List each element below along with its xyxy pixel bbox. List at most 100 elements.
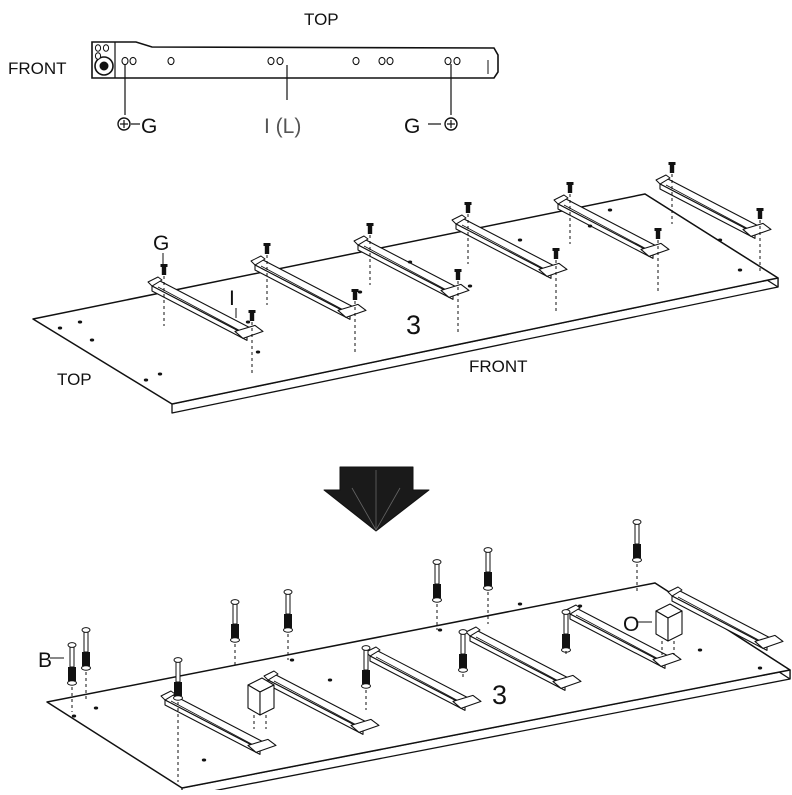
adjustable-foot-icon-nut [432,597,442,603]
adjustable-foot-icon-nut [81,665,91,671]
drawer-rail-back-stop [263,670,279,681]
detail-rail-label: I (L) [264,115,302,138]
adjustable-foot-icon-nut [283,627,293,633]
panel1-hole [517,238,523,242]
drawer-rail-bracket [234,324,264,339]
panel2-hole [757,666,763,670]
panel1-front-label: FRONT [469,357,528,376]
drawer-rail-back-stop [553,194,569,205]
bracket-icon-right [667,610,683,642]
drawer-rail-side [369,655,466,711]
drawer-rail-back-stop [250,255,266,266]
drawer-rail-side [455,223,552,279]
adjustable-foot-icon-thread [82,652,90,666]
adjustable-foot-icon-thread [284,614,292,628]
screw-icon-head [756,208,764,211]
drawer-rail-bracket [440,283,470,298]
drawer-rail-groove [575,614,664,662]
screw-icon [455,271,461,280]
screw-icon [352,291,358,300]
screw-icon [161,266,167,275]
arrow-shape [323,466,430,532]
drawer-rail-back-stop [451,214,467,225]
adjustable-foot-icon-nut [483,585,493,591]
panel1-hole [587,224,593,228]
adjustable-foot-icon-stem [69,644,75,668]
drawer-rail-groove [461,224,550,272]
panel2-b-label: B [38,649,53,672]
drawer-rail-groove [363,245,452,293]
panel-step-2 [46,519,791,795]
adjustable-foot-icon-stem [563,611,569,635]
adjustable-foot-icon-nut [173,695,183,701]
adjustable-foot-icon-cap [283,589,293,595]
panel1-hole [89,338,95,342]
screw-icon [249,312,255,321]
drawer-rail-groove [170,700,259,748]
adjustable-foot-icon-stem [460,631,466,655]
panel1-hole [467,284,473,288]
rail-hole [352,56,360,66]
adjustable-foot-icon-nut [361,683,371,689]
panel2-hole [71,714,77,718]
drawer-rail-groove [475,636,564,684]
adjustable-foot-icon-cap [458,629,468,635]
adjustable-foot-icon-cap [632,519,642,525]
panel1-hole [717,238,723,242]
panel1-hole [357,290,363,294]
rail-hole [386,56,394,66]
drawer-rail-bracket [452,694,482,709]
rail-hole [94,44,102,52]
adjustable-foot-icon-thread [174,682,182,696]
screw-icon-head [263,243,271,246]
rail-detail [91,41,499,131]
adjustable-foot-icon-nut [230,637,240,643]
screw-icon-head [552,248,560,251]
adjustable-foot-icon-cap [432,559,442,565]
drawer-rail-side [357,244,454,300]
rail-hole [121,56,129,66]
screw-icon-head [248,310,256,313]
adjustable-foot-icon-thread [459,654,467,668]
panel1-hole [77,320,83,324]
drawer-rail-back-stop [465,626,481,637]
drawer-rail-side [671,595,768,651]
panel1-hole [407,260,413,264]
drawer-rail-groove [273,680,362,728]
drawer-rail-bracket [350,718,380,733]
adjustable-foot-icon-thread [633,544,641,558]
rail-hole [94,52,102,60]
drawer-rail-bracket [652,652,682,667]
adjustable-foot-icon-stem [634,521,640,545]
drawer-rail-side [557,203,654,259]
screw-icon [567,184,573,193]
screw-icon-head [160,264,168,267]
adjustable-foot-icon-stem [363,647,369,671]
panel2-hole [577,604,583,608]
drawer-rail-back-stop [365,646,381,657]
adjustable-foot-icon-nut [632,557,642,563]
drawer-rail-groove [157,286,246,334]
screw-icon [757,210,763,219]
screw-icon [465,204,471,213]
drawer-rail-bracket [754,634,784,649]
rail-hole [276,56,284,66]
panel1-hole [607,208,613,212]
adjustable-foot-icon-cap [483,547,493,553]
panel2-hole [289,658,295,662]
drawer-rail-groove [665,184,754,232]
panel1-i-label: I [229,287,235,310]
drawer-rail-groove [677,596,766,644]
panel2-o-label: O [623,613,640,636]
adjustable-foot-icon-thread [484,572,492,586]
adjustable-foot-icon-thread [362,670,370,684]
adjustable-foot-icon-stem [175,659,181,683]
bracket-icon-right [259,684,275,716]
drawer-rail-groove [260,265,349,313]
panel2-hole [517,602,523,606]
panel1-hole [157,372,163,376]
adjustable-foot-icon-thread [562,634,570,648]
drawer-rail-side [164,699,261,755]
